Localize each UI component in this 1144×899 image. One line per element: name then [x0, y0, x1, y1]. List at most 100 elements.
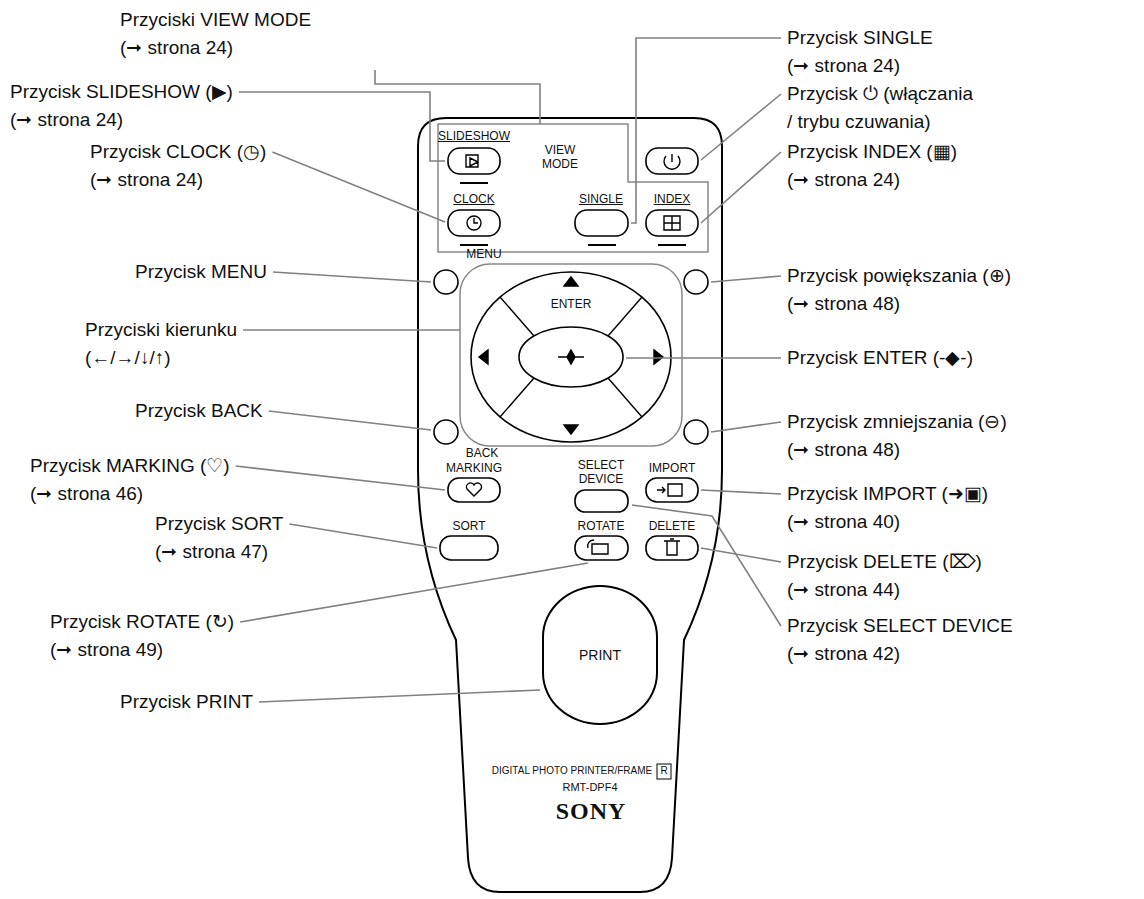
remote-marking: SONY [553, 798, 629, 826]
button-label: PRINT [579, 647, 621, 663]
leader-line [289, 524, 437, 548]
remote-marking: ROTATE [576, 520, 626, 534]
callout-label: Przycisk INDEX (▦) (➞ strona 24) [787, 138, 960, 194]
callout-label: Przyciski VIEW MODE (➞ strona 24) [120, 6, 315, 62]
dpad-dividers [500, 297, 642, 417]
leader-line [375, 70, 540, 124]
remote-part [519, 327, 623, 387]
leader-line [236, 466, 445, 490]
leader-line [243, 329, 460, 331]
remote-part [608, 378, 642, 417]
callout-label: Przycisk SLIDESHOW (▶) (➞ strona 24) [10, 78, 236, 134]
print-button: PRINT [542, 585, 658, 725]
remote-part [467, 216, 481, 230]
remote-part [657, 484, 682, 496]
remote-part [564, 425, 578, 434]
remote-part [466, 483, 481, 496]
remote-marking: BACK [464, 447, 500, 461]
remote-part [684, 270, 708, 294]
callout-label: Przycisk BACK [135, 397, 266, 425]
remote-part [474, 218, 478, 223]
remote-part [575, 536, 628, 560]
remote-part [575, 210, 628, 236]
callout-label: Przycisk ⏻ (włączania / trybu czuwania) [787, 80, 977, 136]
remote-part [460, 182, 488, 184]
leader-line [269, 411, 431, 430]
remote-marking: SORT [451, 520, 488, 534]
remote-part [434, 270, 458, 294]
callout-label: Przycisk IMPORT (➜▣) (➞ strona 40) [787, 480, 992, 536]
remote-marking: IMPORT [647, 462, 697, 476]
leader-line [273, 272, 431, 282]
remote-marking: DIGITAL PHOTO PRINTER/FRAME [490, 765, 654, 777]
callout-label: Przycisk ENTER (-◆-) [787, 344, 976, 372]
callout-label: Przycisk PRINT [120, 688, 256, 716]
remote-marking: SELECT DEVICE [576, 459, 626, 487]
remote-part [646, 478, 698, 502]
callout-label: Przyciski kierunku (←/→/↓/↑) [85, 316, 241, 372]
remote-part [658, 244, 686, 246]
leader-line [632, 505, 781, 626]
callout-label: Przycisk MARKING (♡) (➞ strona 46) [30, 452, 233, 508]
remote-marking: R [659, 765, 670, 777]
remote-part [440, 536, 498, 560]
callout-label: Przycisk ROTATE (↻) (➞ strona 49) [50, 608, 238, 664]
remote-part [646, 536, 698, 560]
callout-label: Przycisk powiększania (⊕) (➞ strona 48) [787, 262, 1014, 318]
leader-line [240, 563, 588, 622]
leader-line [701, 490, 781, 494]
leader-line [711, 276, 781, 282]
remote-part [466, 155, 478, 167]
leader-line [701, 94, 781, 160]
callout-label: Przycisk SINGLE (➞ strona 24) [787, 24, 936, 80]
callout-label: Przycisk zmniejszania (⊖) (➞ strona 48) [787, 408, 1010, 464]
remote-part [646, 210, 698, 236]
remote-marking: MARKING [444, 462, 504, 476]
remote-part [500, 378, 534, 417]
remote-part [434, 420, 458, 444]
ir-mark [657, 764, 671, 779]
leader-line [239, 92, 445, 161]
remote-part [448, 148, 500, 174]
leader-line [626, 357, 781, 359]
remote-part [608, 297, 642, 336]
remote-marking: MENU [465, 248, 504, 262]
remote-buttons [434, 148, 708, 560]
remote-marking: VIEW MODE [541, 144, 580, 172]
callout-label: Przycisk SELECT DEVICE (➞ strona 42) [787, 612, 1016, 668]
callout-label: Przycisk MENU [135, 258, 270, 286]
leader-lines [236, 38, 781, 702]
remote-part [460, 264, 682, 446]
remote-marking: DELETE [647, 520, 697, 534]
remote-marking: SLIDESHOW [436, 130, 512, 144]
remote-part [500, 297, 534, 336]
remote-part [657, 764, 671, 779]
remote-part [664, 154, 680, 169]
remote-marking: SINGLE [577, 193, 625, 207]
remote-part [438, 124, 708, 252]
remote-part [479, 350, 488, 364]
leader-line [259, 690, 540, 702]
leader-line [701, 152, 781, 223]
remote-part [460, 244, 488, 246]
remote-marking: RMT-DPF4 [561, 781, 619, 794]
leader-line [272, 152, 445, 222]
remote-part [558, 350, 584, 364]
remote-marking: ENTER [549, 298, 593, 312]
remote-marking: CLOCK [452, 193, 497, 207]
callout-label: Przycisk CLOCK (◷) (➞ strona 24) [90, 138, 270, 194]
remote-part [448, 210, 500, 236]
remote-part [646, 148, 698, 174]
remote-marking: INDEX [652, 193, 692, 207]
remote-part [471, 272, 671, 442]
leader-line [711, 422, 781, 432]
remote-part [588, 244, 616, 246]
callout-label: Przycisk SORT (➞ strona 47) [155, 510, 287, 566]
remote-part [664, 216, 680, 230]
remote-part [564, 277, 578, 286]
remote-part [575, 490, 628, 512]
callout-label: Przycisk DELETE (⌦) (➞ strona 44) [787, 548, 985, 604]
remote-part [448, 478, 500, 502]
